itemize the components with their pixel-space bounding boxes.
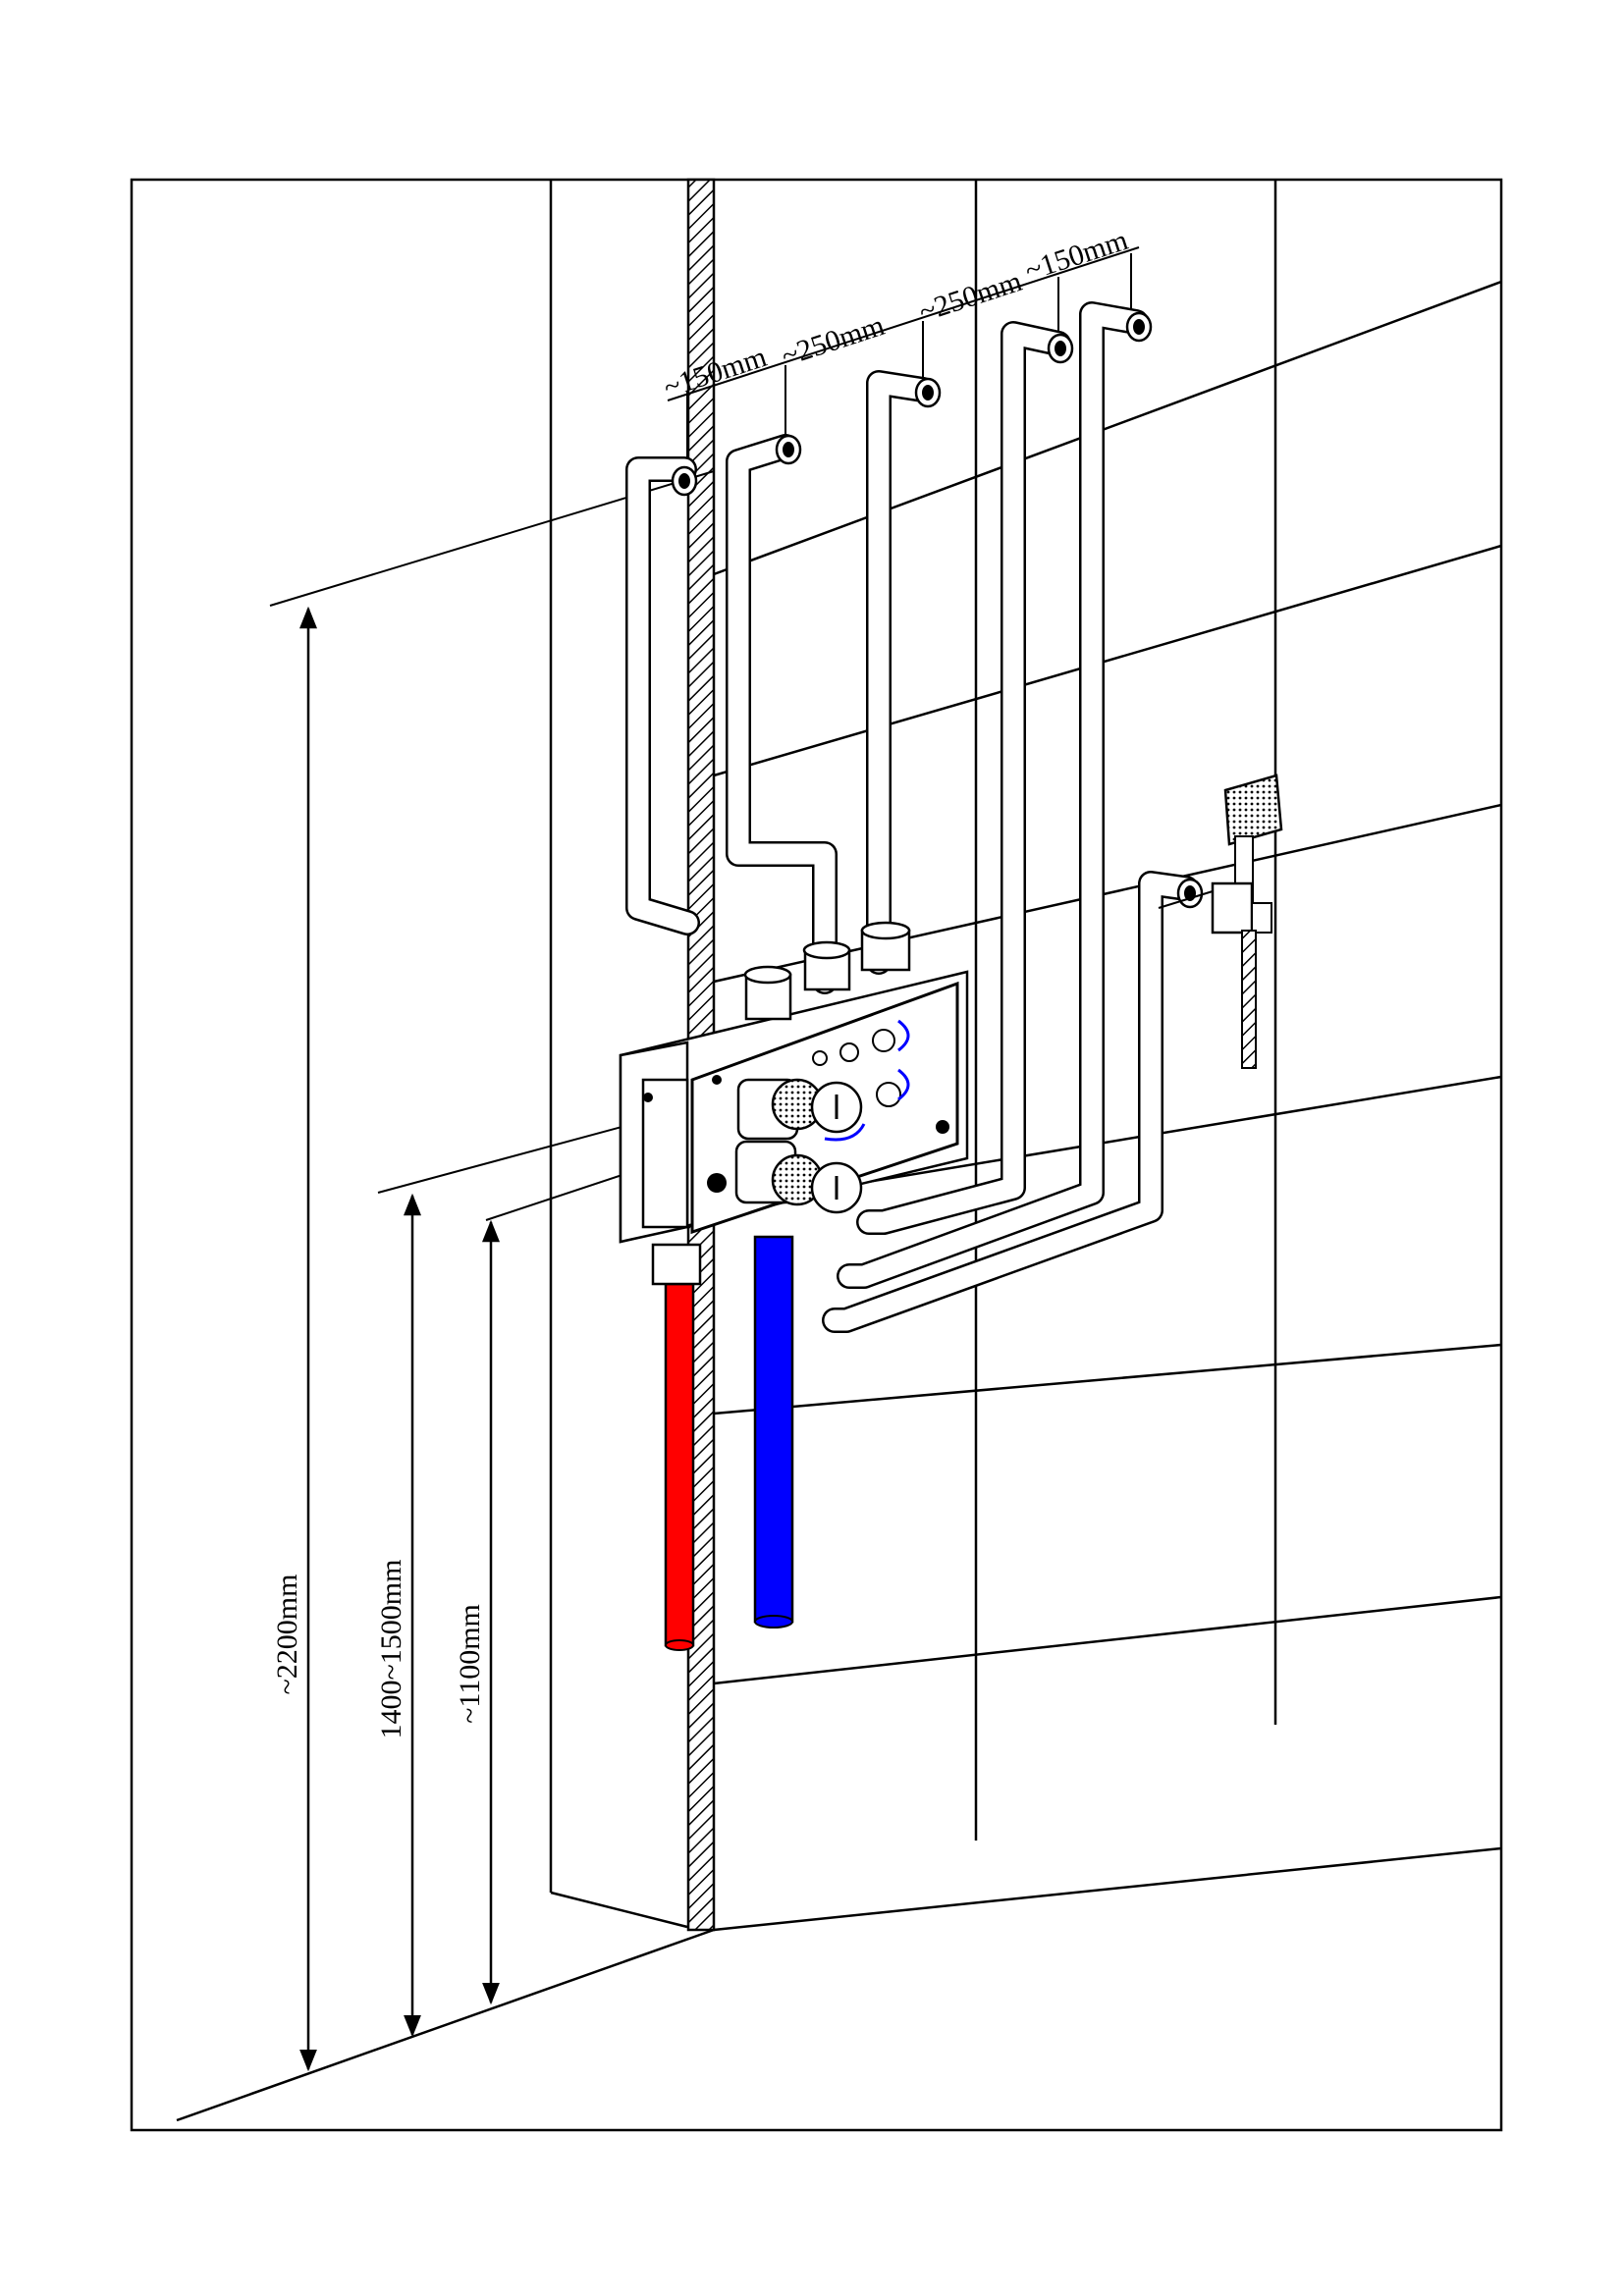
cold-water-pipe [753,1235,794,1624]
dim-label-valve: 1400~1500mm [375,1560,407,1739]
height-dimensions: ~2200mm 1400~1500mm ~1100mm [271,606,500,2072]
page-border [130,178,1503,2132]
supply-pipes [664,1235,794,1651]
spacing-label-1: ~150mm [660,341,771,404]
dim-label-shower: ~2200mm [271,1575,303,1695]
shower-hose [1241,930,1257,1069]
spacing-label-4: ~150mm [1021,224,1132,288]
wall-bracket [1211,881,1254,934]
spacing-label-3: ~250mm [915,265,1026,329]
hand-shower-head [1223,774,1283,846]
back-wall [549,180,688,1929]
dim-label-hand: ~1100mm [454,1604,486,1724]
valve-cartridges [734,1019,910,1214]
spacing-label-2: ~250mm [778,309,889,373]
floor-line [176,1928,715,2122]
outlet-pipes [625,301,1204,1333]
hot-water-pipe [664,1282,695,1647]
outlet-connectors [743,921,911,1021]
hand-shower-set [1158,774,1283,1069]
